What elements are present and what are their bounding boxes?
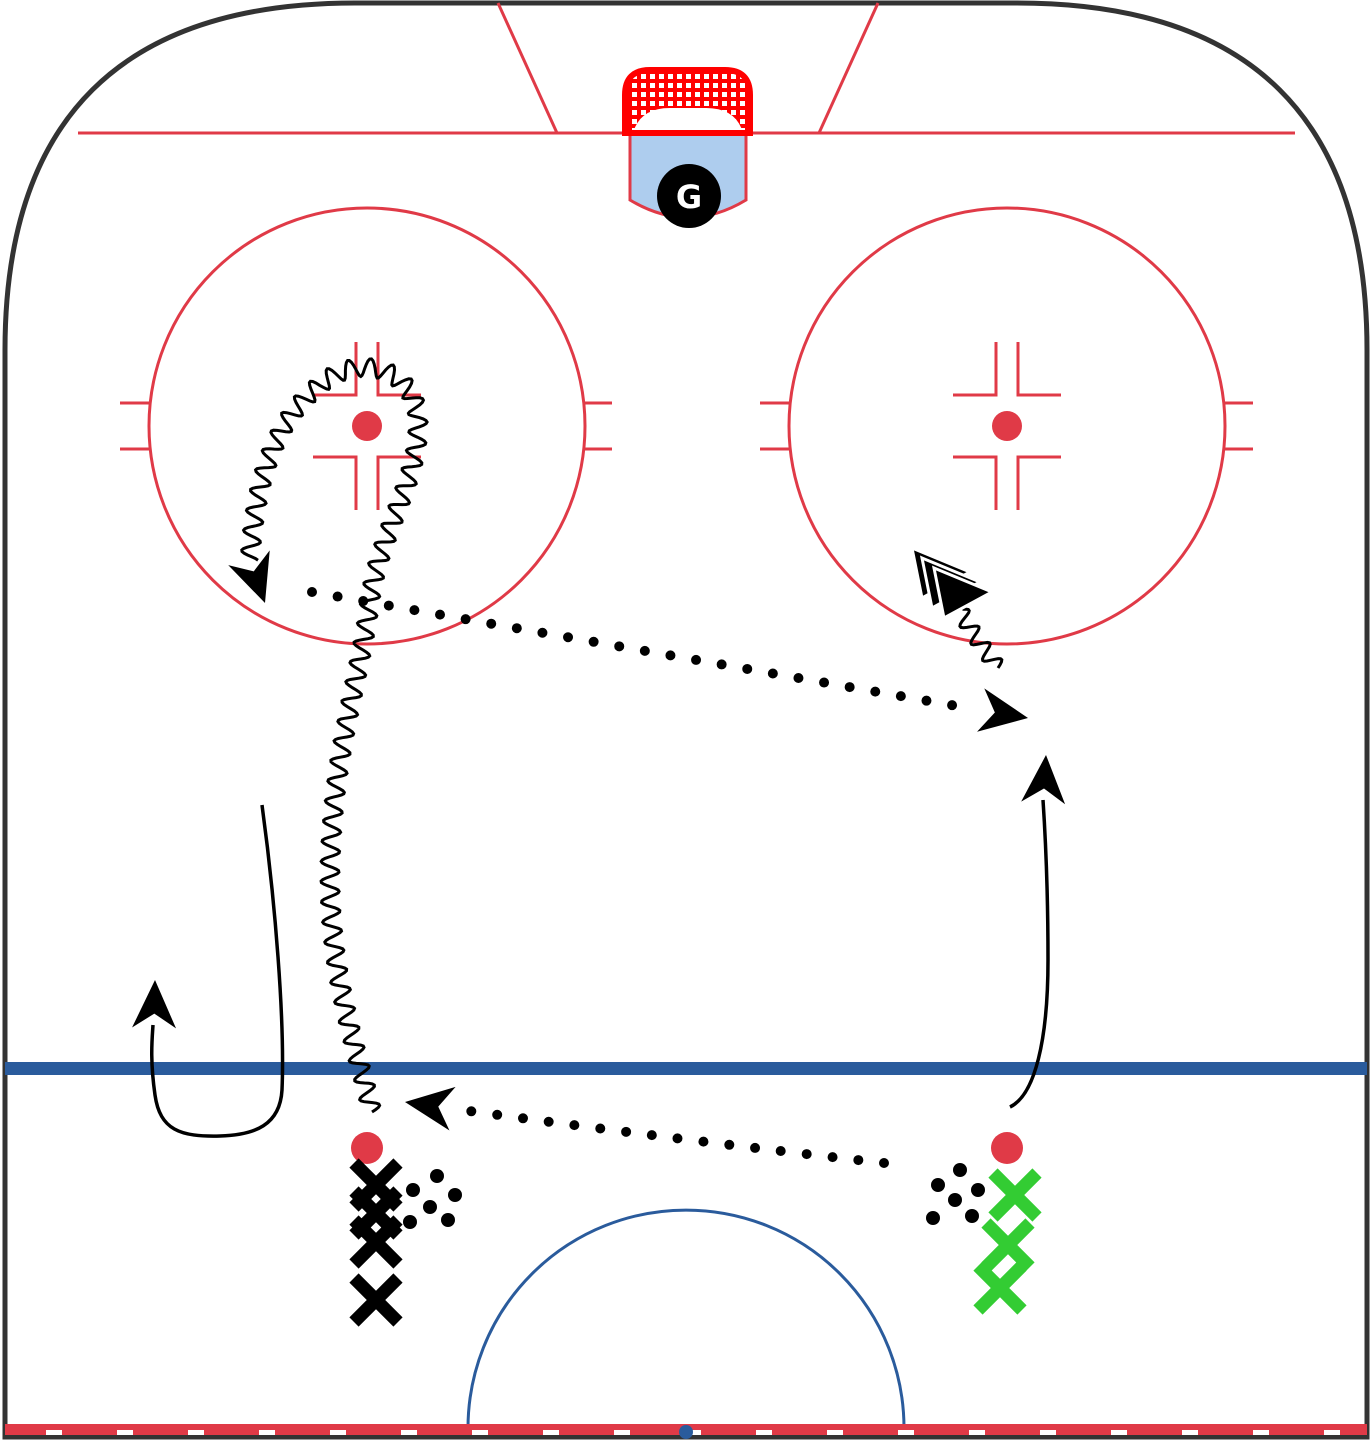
pass-arrowhead-icon xyxy=(977,688,1028,732)
puck-icon xyxy=(931,1178,945,1192)
center-circle xyxy=(466,1208,906,1429)
faceoff-dot xyxy=(351,1132,383,1164)
dash xyxy=(827,1430,843,1435)
puck-icon xyxy=(423,1200,437,1214)
player-green-x-icon xyxy=(981,1218,1035,1272)
faceoff-dot xyxy=(992,411,1022,441)
center-line-dashes xyxy=(46,1430,1340,1435)
dash xyxy=(1182,1430,1198,1435)
faceoff-dot xyxy=(352,411,382,441)
skate-line-left xyxy=(150,804,285,1138)
player-green-x-icon xyxy=(973,1261,1027,1315)
faceoff-circle-left xyxy=(120,206,612,646)
puck-icon xyxy=(448,1188,462,1202)
faceoff-l-marks xyxy=(313,342,421,510)
blue-line xyxy=(5,1062,1367,1075)
puck-icon xyxy=(953,1163,967,1177)
dash xyxy=(1040,1430,1056,1435)
goal-net xyxy=(622,67,753,136)
player-black-x-icon xyxy=(349,1273,403,1327)
puck-icon xyxy=(971,1183,985,1197)
player-green-x-icon xyxy=(988,1168,1042,1222)
skate-arrowhead-icon xyxy=(132,980,177,1029)
drill-lines xyxy=(132,357,1066,1168)
faceoff-circle-right xyxy=(760,206,1253,646)
hash-marks xyxy=(760,401,1253,451)
pass-arrowhead-icon xyxy=(405,1086,456,1131)
dash xyxy=(543,1430,559,1435)
player-black-x-icon xyxy=(349,1215,403,1269)
circle-ring xyxy=(147,206,587,646)
dash xyxy=(969,1430,985,1435)
dash xyxy=(1324,1430,1340,1435)
puck-icon xyxy=(926,1211,940,1225)
dash xyxy=(1253,1430,1269,1435)
dash xyxy=(46,1430,62,1435)
dash xyxy=(401,1430,417,1435)
puck-icon xyxy=(965,1209,979,1223)
puck-icon xyxy=(441,1213,455,1227)
goalie-circle xyxy=(657,164,721,228)
trapezoid-right xyxy=(817,2,880,134)
puck-icon xyxy=(430,1169,444,1183)
dash xyxy=(472,1430,488,1435)
dash xyxy=(188,1430,204,1435)
pass-line-top xyxy=(307,587,973,713)
skate-line-right xyxy=(1009,799,1050,1109)
hash-marks xyxy=(120,401,612,451)
center-dot xyxy=(679,1425,693,1439)
net-opening xyxy=(633,108,743,133)
puck-icon xyxy=(948,1193,962,1207)
trapezoid-left xyxy=(496,2,559,134)
faceoff-l-marks xyxy=(953,342,1061,510)
circle-ring xyxy=(787,206,1227,646)
dash xyxy=(259,1430,275,1435)
skate-arrowhead-icon xyxy=(228,550,270,603)
players xyxy=(349,1158,1042,1327)
faceoff-dot xyxy=(991,1132,1023,1164)
dash xyxy=(614,1430,630,1435)
goalie-marker[interactable]: G xyxy=(657,164,721,228)
dash xyxy=(1111,1430,1127,1435)
puck-icon xyxy=(403,1215,417,1229)
pass-line-bottom xyxy=(457,1105,889,1168)
dash xyxy=(117,1430,133,1435)
short-skate-line xyxy=(958,607,1004,669)
dash xyxy=(756,1430,772,1435)
net-frame xyxy=(622,67,753,136)
puck-icon xyxy=(406,1183,420,1197)
dash xyxy=(898,1430,914,1435)
dash xyxy=(330,1430,346,1435)
goalie-label: G xyxy=(676,178,702,216)
skate-arrowhead-icon xyxy=(1021,755,1066,805)
dash xyxy=(685,1430,701,1435)
shot-chevron-icon xyxy=(931,565,996,621)
